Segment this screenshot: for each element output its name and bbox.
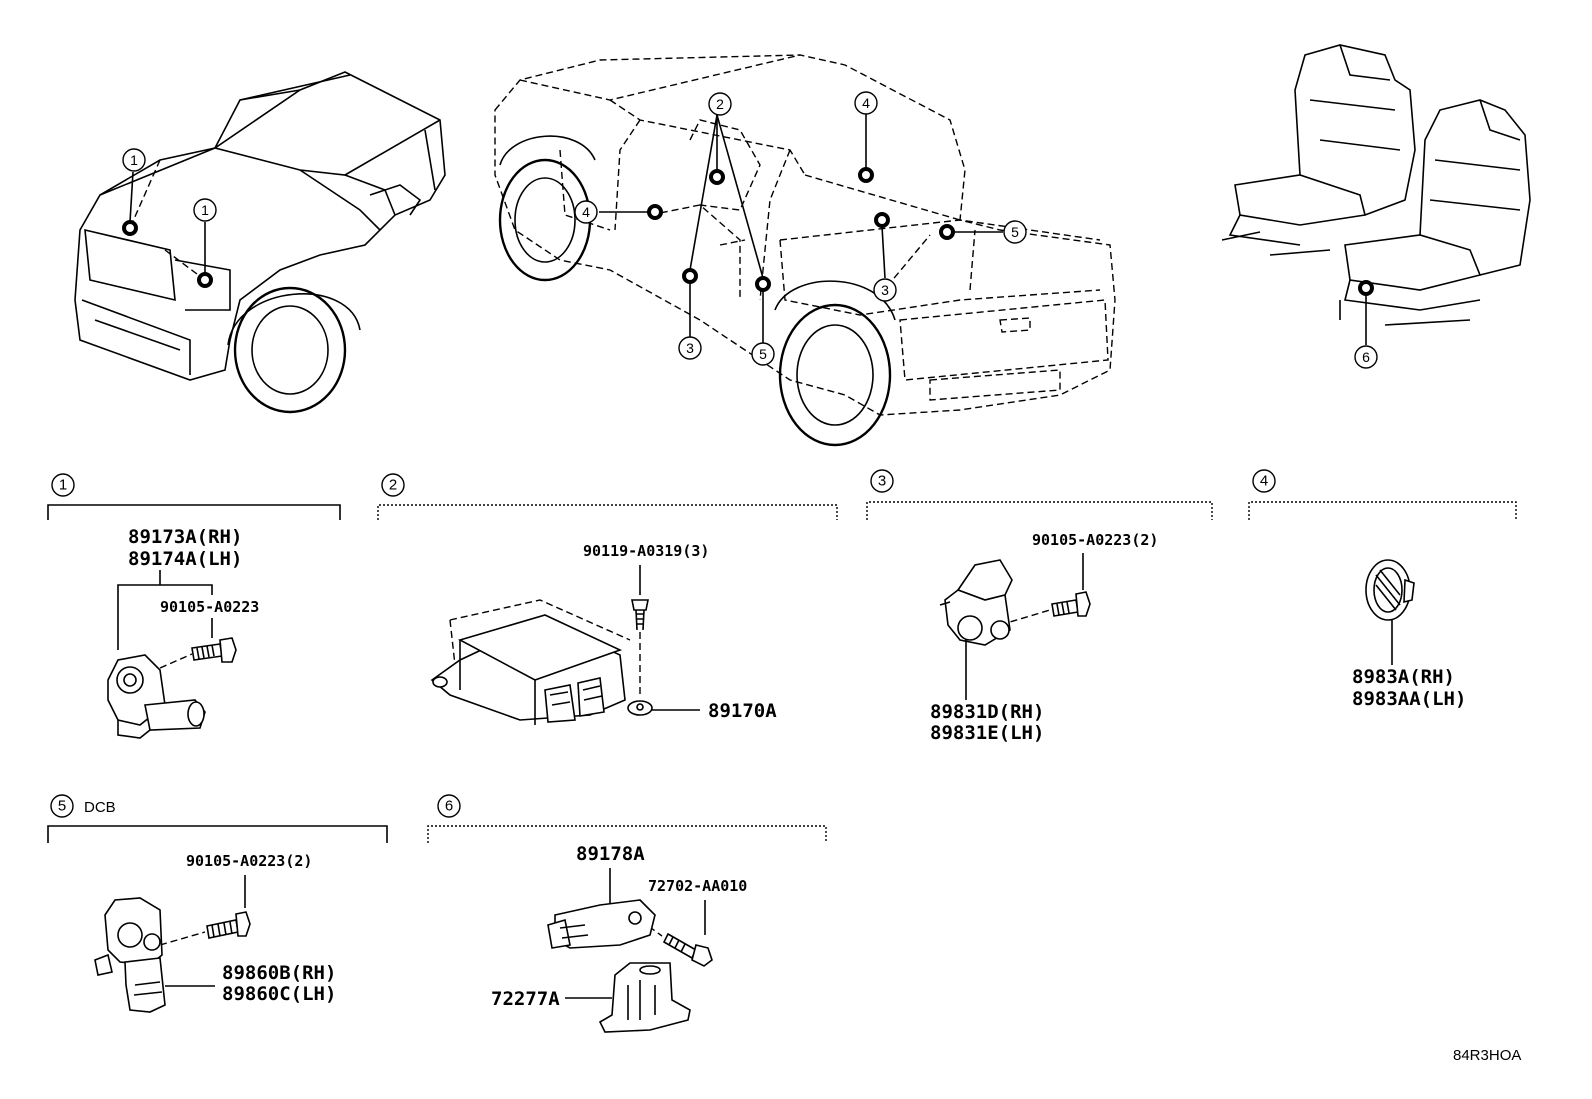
vehicle-pickup-phantom-view: 2 4 4 3 5 3 5 — [494, 54, 1116, 447]
part-8983A-rh: 8983A(RH) — [1352, 666, 1455, 688]
bolt-s3 — [1051, 591, 1091, 617]
callout-1-hood — [122, 148, 146, 172]
part-89173A-rh: 89173A(RH) — [128, 526, 242, 548]
part-72702-AA010: 72702-AA010 — [648, 877, 747, 895]
part-90105-A0223-2-s5: 90105-A0223(2) — [186, 852, 312, 870]
seat-position-sensor-s6 — [547, 899, 656, 949]
svg-text:1: 1 — [201, 202, 209, 218]
section-1-number: 1 — [59, 477, 67, 494]
section-3-number: 3 — [878, 473, 886, 490]
bolt-s6 — [662, 932, 713, 967]
section-4: 4 8983A(RH) 8983AA(LH) — [1248, 469, 1517, 710]
section-4-number: 4 — [1260, 473, 1268, 490]
front-airbag-sensor-s1 — [107, 654, 206, 739]
section-6: 6 89178A 72702-AA010 72277A — [427, 794, 827, 1033]
part-89831D-rh: 89831D(RH) — [930, 701, 1044, 723]
part-8983AA-lh: 8983AA(LH) — [1352, 688, 1466, 710]
svg-text:5: 5 — [759, 346, 767, 362]
part-89174A-lh: 89174A(LH) — [128, 548, 242, 570]
part-72277A: 72277A — [491, 988, 560, 1010]
bolt-s2 — [631, 599, 649, 631]
svg-text:3: 3 — [686, 340, 694, 356]
airbag-ecu-s2 — [430, 599, 653, 725]
vehicle-front-view: 1 1 — [74, 71, 446, 414]
svg-text:1: 1 — [130, 152, 138, 168]
door-pressure-sensor-s4 — [1365, 559, 1415, 621]
callout-6 — [1354, 345, 1378, 369]
seats-view: 6 — [1221, 44, 1531, 369]
svg-text:4: 4 — [582, 204, 590, 220]
svg-text:3: 3 — [881, 282, 889, 298]
callout-5-rear — [1003, 220, 1027, 244]
section-3: 3 90105-A0223(2) 89831D(RH) 89831E(LH) — [866, 469, 1213, 744]
callout-3-rear — [873, 278, 897, 302]
sensor-bracket-s6 — [598, 962, 691, 1033]
bolt-s5 — [206, 911, 251, 939]
callout-5-side — [751, 342, 775, 366]
part-89860C-lh: 89860C(LH) — [222, 983, 336, 1005]
section-5: 5 DCB 90105-A0223(2) 89860B(RH) 89860C(L… — [47, 794, 388, 1013]
svg-text:4: 4 — [862, 95, 870, 111]
section-1: 1 89173A(RH) 89174A(LH) 90105-A0223 — [47, 473, 341, 739]
section-5-note: DCB — [84, 799, 116, 816]
part-90105-A0223: 90105-A0223 — [160, 598, 259, 616]
part-89170A: 89170A — [708, 700, 777, 722]
part-89831E-lh: 89831E(LH) — [930, 722, 1044, 744]
callout-2 — [708, 92, 732, 116]
part-90105-A0223-2-s3: 90105-A0223(2) — [1032, 531, 1158, 549]
diagram-reference-code: 84R3HOA — [1453, 1047, 1521, 1064]
section-6-number: 6 — [445, 798, 453, 815]
callout-4-rear — [854, 91, 878, 115]
svg-text:5: 5 — [1011, 224, 1019, 240]
side-airbag-sensor-s3 — [939, 559, 1013, 646]
bolt-s1 — [191, 637, 237, 663]
part-89178A: 89178A — [576, 843, 645, 865]
part-89860B-rh: 89860B(RH) — [222, 962, 336, 984]
part-90119-A0319: 90119-A0319(3) — [583, 542, 709, 560]
section-5-number: 5 — [58, 798, 66, 815]
callout-4-door — [574, 200, 598, 224]
svg-text:6: 6 — [1362, 349, 1370, 365]
callout-3-side — [678, 336, 702, 360]
callout-1-bumper — [193, 198, 217, 222]
svg-text:2: 2 — [716, 96, 724, 112]
section-2-number: 2 — [389, 477, 397, 494]
pressure-sensor-s5 — [94, 897, 166, 1013]
section-2: 2 90119-A0319(3) 89170A — [377, 473, 838, 725]
